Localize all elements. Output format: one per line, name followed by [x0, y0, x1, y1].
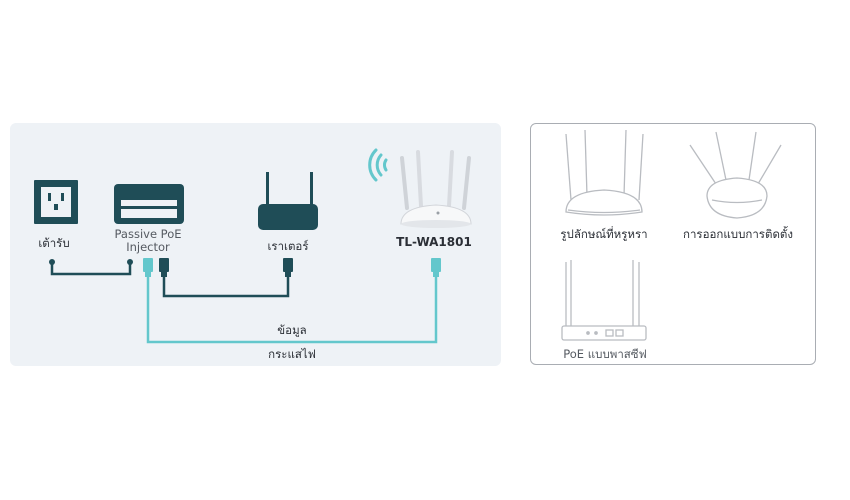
power-line-label: กระแสไฟ	[268, 347, 316, 361]
access-point-icon	[400, 150, 472, 228]
ap-model-label: TL-WA1801	[396, 235, 472, 249]
injector-connector-dot	[127, 259, 133, 265]
wifi-signal-icon	[368, 148, 388, 182]
poe-injector-icon	[114, 184, 184, 224]
injector-label-line1: Passive PoE	[114, 227, 182, 241]
option-label-mounting-design: การออกแบบการติดตั้ง	[682, 227, 794, 241]
options-panel	[530, 123, 816, 365]
passive-poe-router-icon	[561, 260, 647, 341]
data-line	[146, 276, 438, 344]
power-outlet-icon	[34, 180, 78, 224]
router-label: เราเตอร์	[267, 239, 309, 253]
ethernet-plug-icon	[143, 258, 441, 277]
mounting-design-router-icon	[689, 131, 782, 219]
data-line-label: ข้อมูล	[277, 323, 307, 337]
outlet-label: เต้ารับ	[38, 236, 70, 250]
power-line	[50, 262, 290, 298]
router-icon	[258, 172, 318, 230]
elegant-design-router-icon	[565, 129, 644, 216]
option-label-passive-poe: PoE แบบพาสซีฟ	[563, 347, 647, 361]
injector-label-line2: Injector	[126, 240, 170, 254]
option-label-elegant-design: รูปลักษณ์ที่หรูหรา	[560, 227, 648, 241]
outlet-connector-dot	[49, 259, 55, 265]
